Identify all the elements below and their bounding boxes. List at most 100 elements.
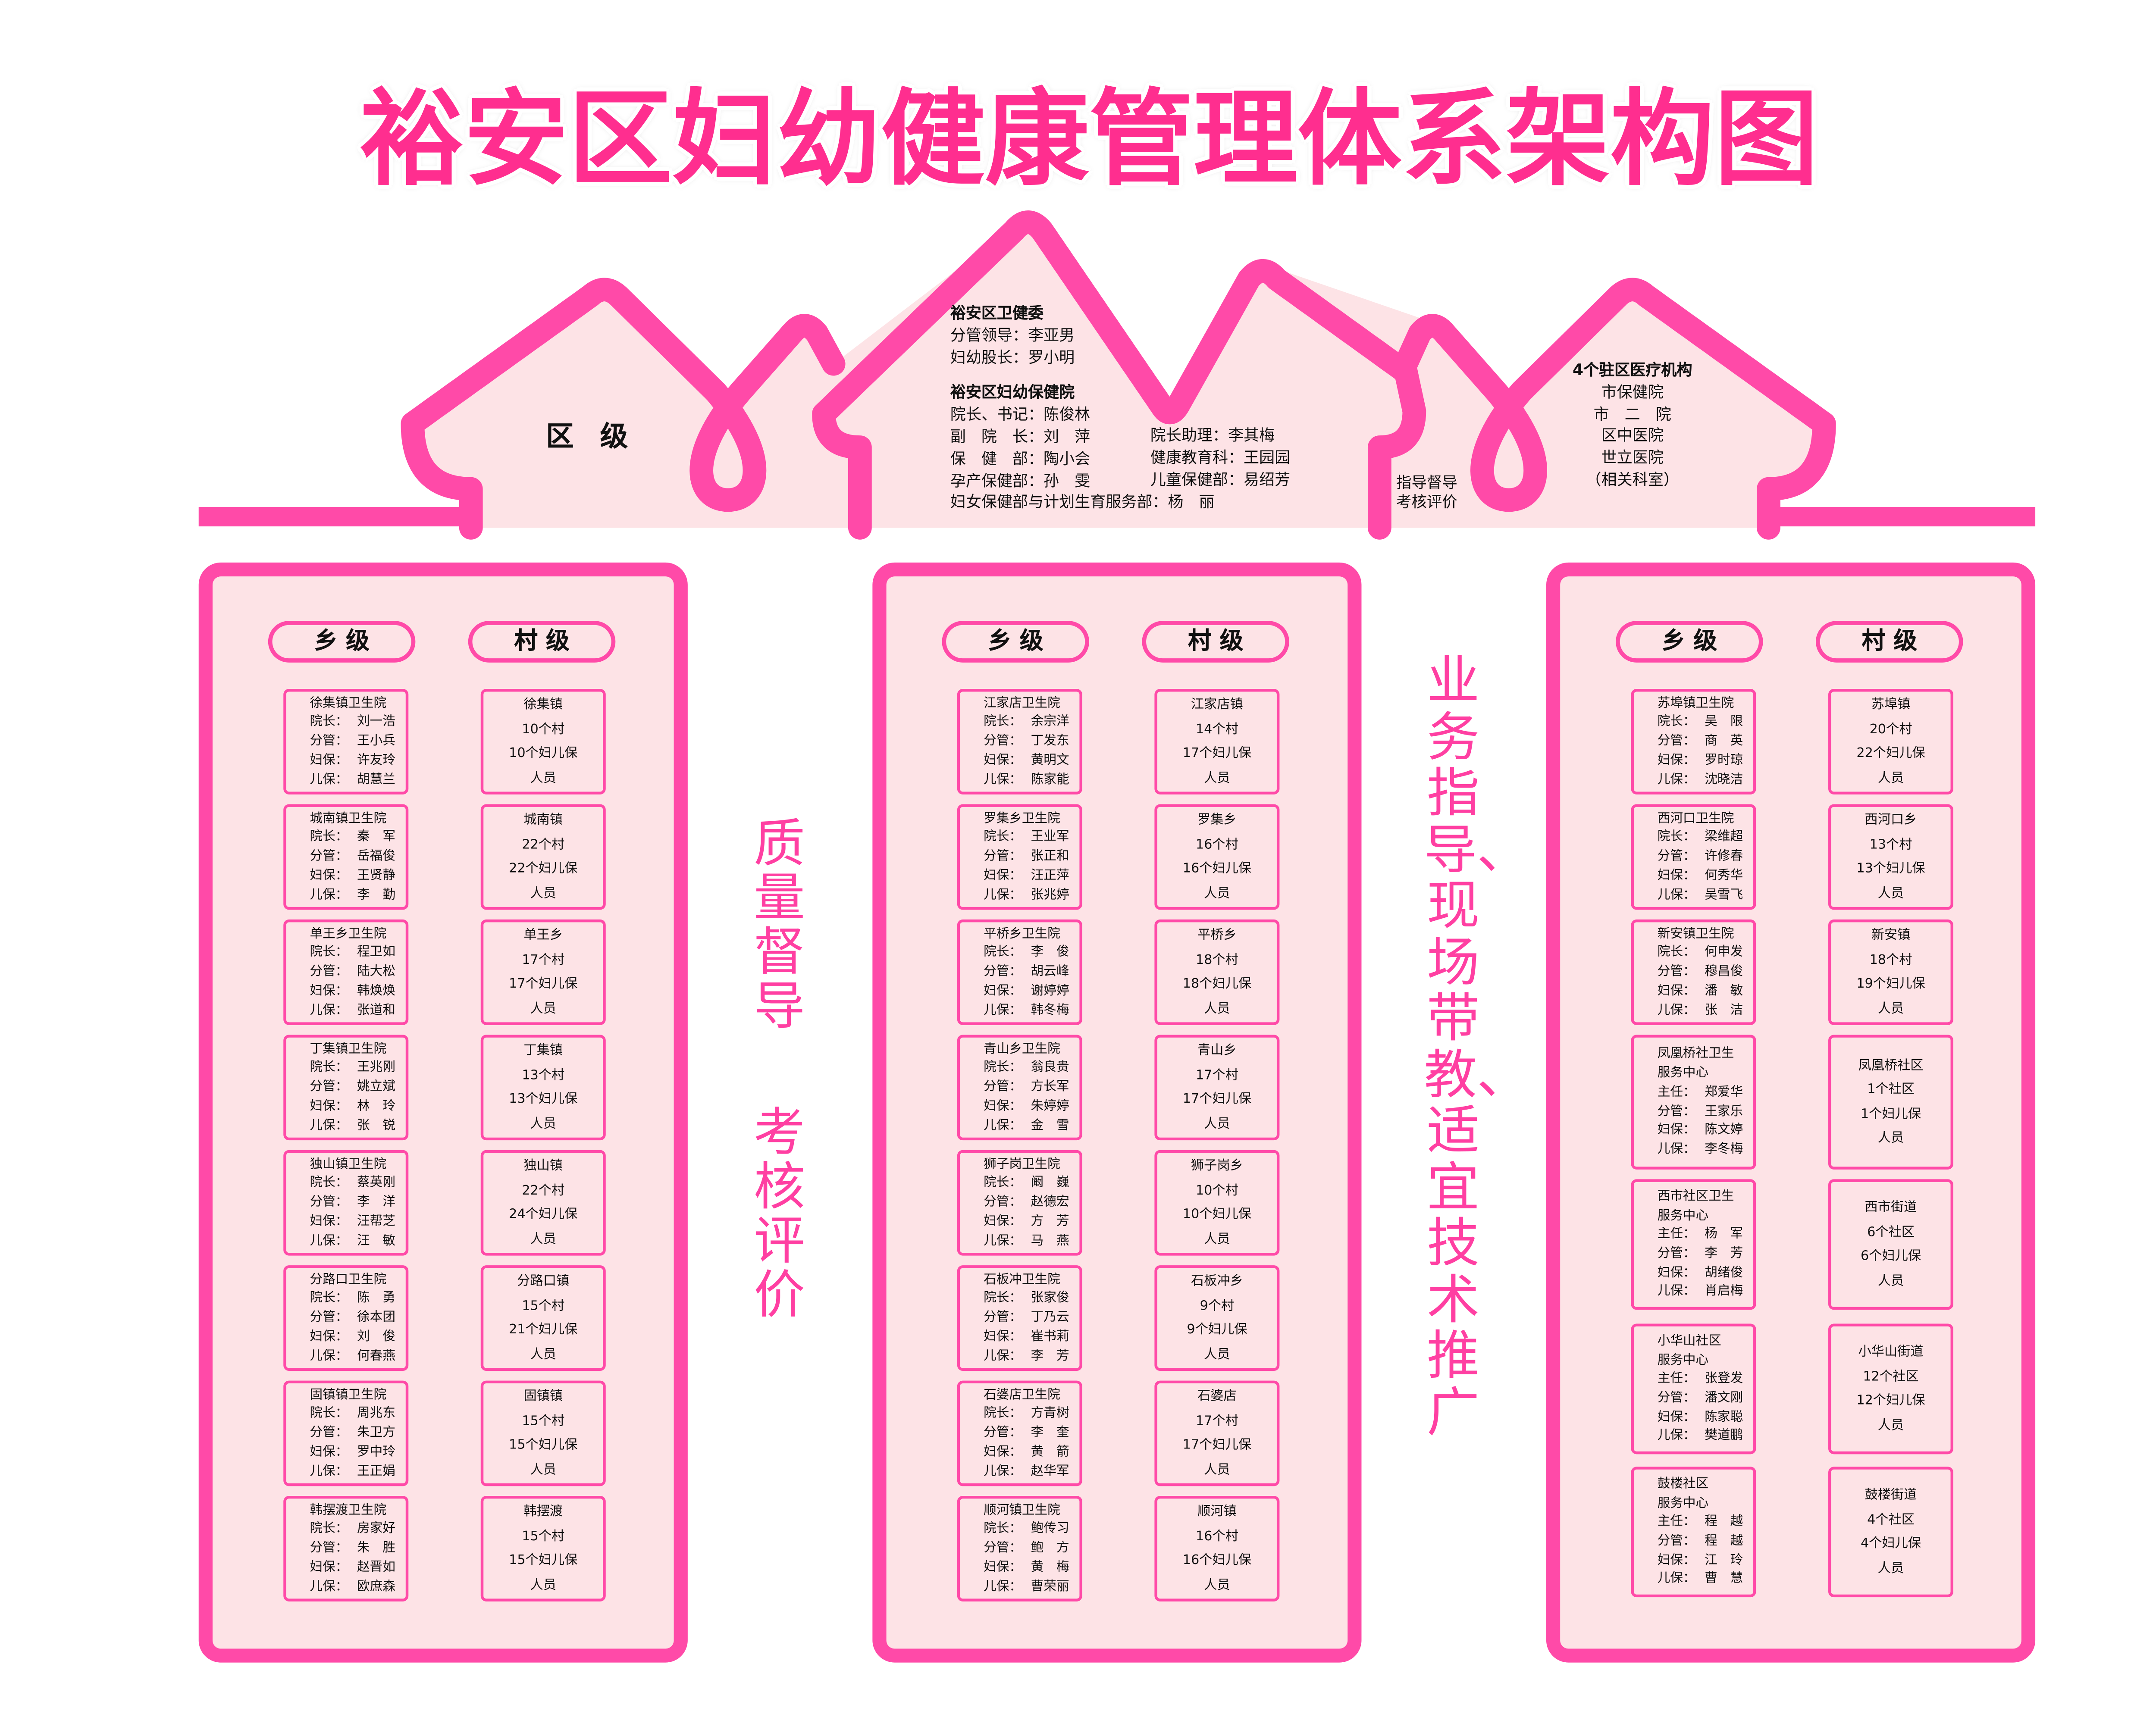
staff-line: 妇保： 方芳 (960, 1212, 1079, 1231)
staff-role: 院长： (984, 1176, 1022, 1191)
staff-role: 妇保： (310, 868, 348, 883)
township-health-center-card: 鼓楼社区服务中心主任：程越分管：程越妇保：江玲儿保：曹慧 (1631, 1467, 1756, 1598)
staff-name: 林玲 (357, 1098, 395, 1114)
staff-line: 儿保：陈家能 (960, 770, 1079, 789)
village-line: 17个村 (1195, 1413, 1238, 1429)
guide-supervision-note: 指导督导 考核评价 (1396, 474, 1457, 513)
staff-name: 陈勇 (357, 1291, 395, 1307)
staff-name: 何申发 (1705, 945, 1743, 960)
staff-role: 分管： (310, 1079, 348, 1095)
staff-name: 方芳 (1031, 1214, 1069, 1229)
village-line: 人员 (1877, 1273, 1904, 1289)
hospital-line: 院长、书记：陈俊林 (950, 406, 1091, 424)
right-base-bar (1768, 507, 2036, 527)
staff-role: 儿保： (984, 1232, 1022, 1248)
staff-line: 儿保：张洁 (1634, 1001, 1753, 1020)
center-name: 狮子岗卫生院 (984, 1157, 1060, 1172)
staff-line: 妇保：罗中玲 (286, 1443, 406, 1462)
village-line: 人员 (1877, 1001, 1904, 1016)
village-line: 人员 (530, 1577, 556, 1592)
staff-role: 院长： (984, 714, 1022, 730)
staff-line: 分管：王小兵 (286, 732, 406, 751)
staff-line: 妇保：韩焕焕 (286, 982, 406, 1001)
hospital-line: 妇女保健部与计划生育服务部：杨 丽 (950, 493, 1215, 512)
staff-role: 妇保： (1657, 1409, 1696, 1425)
staff-name: 汪敏 (357, 1232, 395, 1248)
staff-name: 江玲 (1705, 1552, 1743, 1568)
staff-line: 院长：张家俊 (960, 1289, 1079, 1308)
staff-name: 程越 (1705, 1533, 1743, 1549)
center-name: 西河口卫生院 (1657, 810, 1734, 826)
commission-line: 分管领导：李亚男 (950, 326, 1075, 344)
staff-role: 分管： (310, 964, 348, 979)
staff-line: 院长：王兆刚 (286, 1059, 406, 1078)
center-name: 平桥乡卫生院 (984, 926, 1060, 942)
staff-name: 李俊 (1031, 945, 1069, 960)
staff-line: 妇保：朱婷婷 (960, 1097, 1079, 1116)
left-house-outline (401, 278, 727, 540)
village-line: 22个妇儿保 (1856, 746, 1925, 761)
staff-role: 儿保： (984, 1578, 1022, 1594)
commission-title: 裕安区卫健委 (950, 304, 1044, 322)
village-line: 人员 (1877, 1560, 1904, 1576)
staff-role: 分管： (1657, 964, 1696, 979)
staff-role: 儿保： (984, 1348, 1022, 1364)
village-line: 6个社区 (1867, 1224, 1915, 1240)
staff-name: 余宗洋 (1031, 714, 1069, 730)
center-name: 石板冲卫生院 (984, 1272, 1060, 1287)
staff-line: 儿保：韩冬梅 (960, 1001, 1079, 1020)
village-line: 固镇镇 (523, 1389, 563, 1404)
panel-2: 乡 级村 级江家店卫生院院长：余宗洋分管：丁发东妇保：黄明文儿保：陈家能江家店镇… (872, 562, 1362, 1663)
staff-name: 姚立斌 (357, 1079, 395, 1095)
staff-name: 马燕 (1031, 1232, 1069, 1248)
village-line: 10个村 (522, 721, 565, 737)
village-line: 西河口乡 (1865, 812, 1917, 828)
staff-role: 儿保： (984, 1002, 1022, 1018)
staff-role: 妇保： (984, 983, 1022, 999)
staff-role: 分管： (310, 1310, 348, 1326)
center-name: 新安镇卫生院 (1657, 926, 1734, 942)
staff-name: 鲍方 (1031, 1540, 1069, 1556)
staff-line: 儿保：曹慧 (1634, 1570, 1753, 1589)
staff-role: 分管： (1657, 849, 1696, 864)
staff-name: 李芳 (1031, 1348, 1069, 1364)
village-line: 人员 (1877, 885, 1904, 901)
staff-name: 肖启梅 (1705, 1284, 1743, 1299)
staff-role: 儿保： (310, 1463, 348, 1479)
township-health-center-card: 狮子岗卫生院院长：阚巍分管：赵德宏妇保：方芳儿保：马燕 (957, 1150, 1082, 1256)
staff-role: 妇保： (984, 1214, 1022, 1229)
staff-role: 院长： (984, 1060, 1022, 1076)
staff-name: 朱胜 (357, 1540, 395, 1556)
village-line: 15个村 (522, 1528, 565, 1544)
institution-item: 区中医院 (1601, 427, 1664, 445)
staff-name: 丁发东 (1031, 733, 1069, 749)
village-line: 人员 (530, 770, 556, 785)
staff-name: 赵晋如 (357, 1559, 395, 1575)
staff-line: 儿保：张道和 (286, 1001, 406, 1020)
staff-role: 分管： (310, 1195, 348, 1210)
staff-name: 鲍传习 (1031, 1521, 1069, 1537)
staff-line: 妇保：王贤静 (286, 866, 406, 885)
staff-name: 阚巍 (1031, 1176, 1069, 1191)
village-line: 1个社区 (1867, 1082, 1915, 1098)
village-line: 10个村 (1195, 1182, 1238, 1198)
township-level-header: 乡 级 (942, 621, 1089, 663)
staff-role: 院长： (310, 945, 348, 960)
staff-role: 妇保： (310, 752, 348, 768)
staff-role: 儿保： (984, 1463, 1022, 1479)
village-line: 12个妇儿保 (1856, 1393, 1925, 1409)
staff-role: 妇保： (310, 1329, 348, 1345)
village-line: 9个村 (1200, 1298, 1235, 1314)
staff-role: 主任： (1657, 1226, 1696, 1242)
staff-line: 儿保：汪敏 (286, 1231, 406, 1250)
staff-role: 儿保： (310, 1117, 348, 1133)
village-line: 人员 (530, 885, 556, 901)
staff-line: 妇保：江玲 (1634, 1551, 1753, 1570)
center-name: 鼓楼社区 (1657, 1476, 1709, 1492)
center-name: 固镇镇卫生院 (310, 1387, 387, 1403)
staff-role: 主任： (1657, 1371, 1696, 1387)
